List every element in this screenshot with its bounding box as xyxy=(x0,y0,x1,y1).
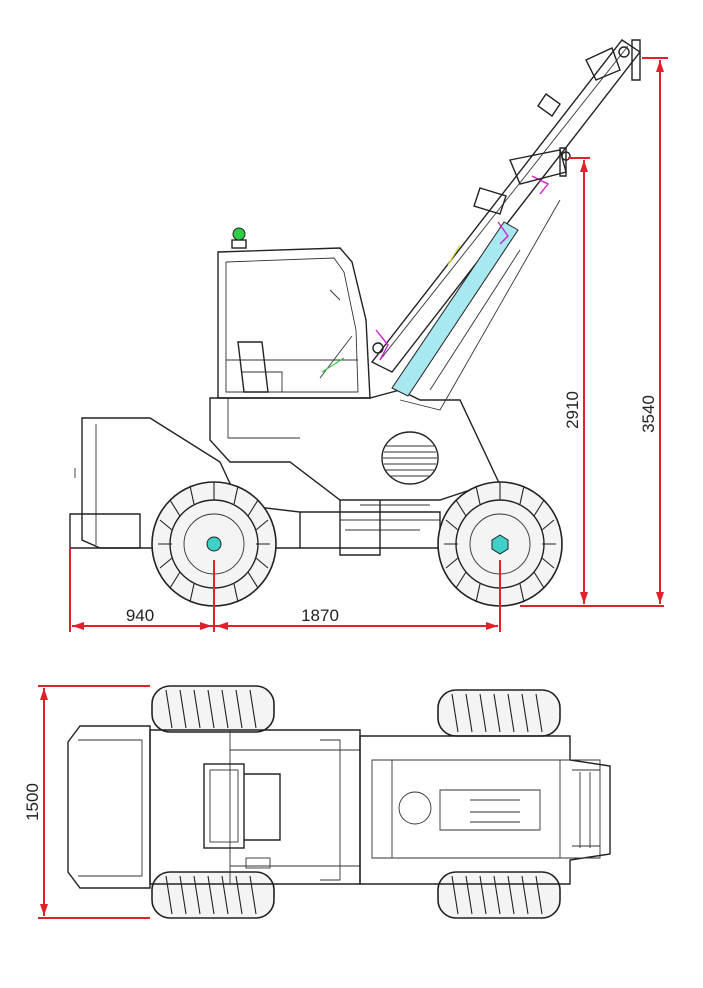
max-height-label: 3540 xyxy=(639,395,658,433)
width-dimension: 1500 xyxy=(23,685,150,919)
telescopic-boom xyxy=(321,39,642,411)
top-view-tyres xyxy=(151,685,561,919)
rear-hub-icon xyxy=(206,536,222,552)
seat-outline xyxy=(203,763,245,849)
fork-pin-height-label: 2910 xyxy=(563,391,582,429)
beacon-light-icon xyxy=(232,227,246,241)
lift-cylinder xyxy=(391,221,519,397)
wheelbase-label: 1870 xyxy=(301,606,339,625)
top-view-body xyxy=(67,725,611,889)
rear-body xyxy=(69,417,301,549)
front-hub-icon xyxy=(491,534,509,555)
front-overhang-label: 940 xyxy=(126,606,154,625)
side-view: 940 1870 2910 3540 xyxy=(69,39,668,632)
overall-width-label: 1500 xyxy=(23,783,42,821)
top-view: 1500 xyxy=(23,685,611,919)
hydraulic-hose xyxy=(375,329,389,361)
engine-vent-grille xyxy=(381,431,439,485)
side-dimensions: 940 1870 2910 3540 xyxy=(69,57,668,632)
rear-wheel xyxy=(151,481,277,607)
operator-cab xyxy=(217,227,371,399)
